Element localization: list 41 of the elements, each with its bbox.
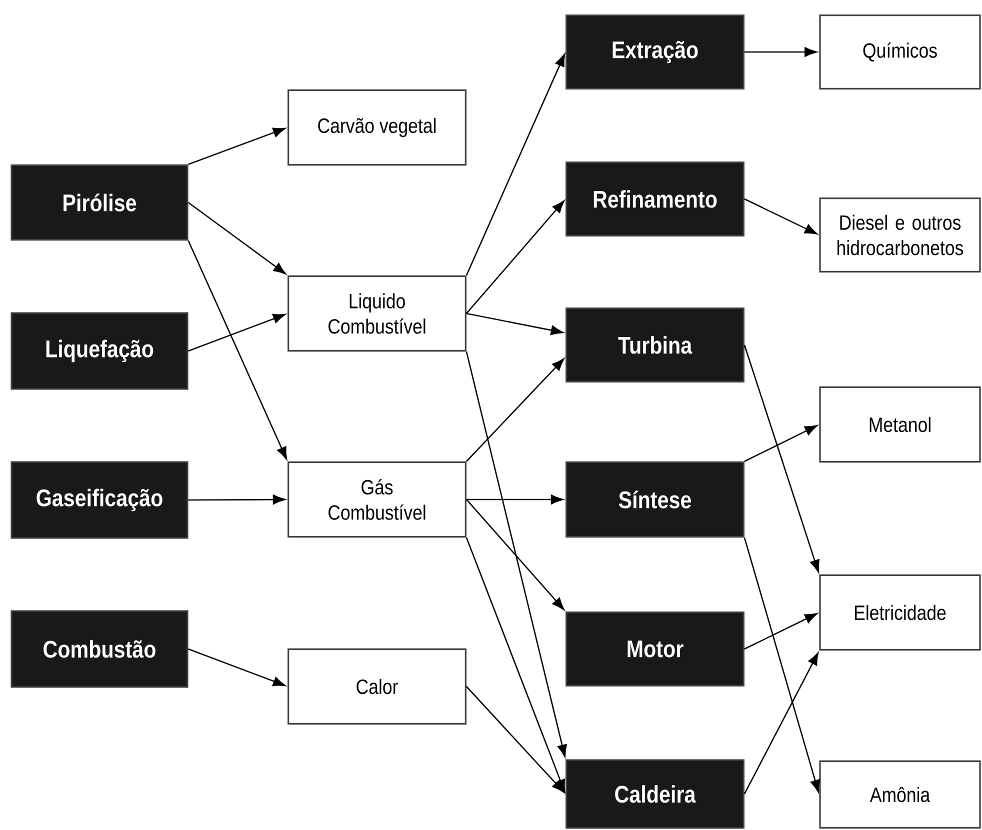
arrow [188, 494, 286, 504]
arrow [188, 202, 286, 274]
arrow [744, 344, 820, 572]
product-box: Calor [288, 648, 466, 725]
arrow [466, 358, 564, 462]
arrow [744, 652, 819, 794]
arrow [466, 494, 564, 504]
process-box: Caldeira [566, 759, 744, 829]
product-box: Carvão vegetal [288, 89, 466, 166]
arrow [466, 54, 566, 276]
arrow [466, 312, 564, 336]
process-box: Pirólise [10, 164, 188, 241]
arrow [466, 499, 564, 610]
product-box: Metanol [819, 386, 981, 463]
arrow [744, 537, 820, 792]
product-box: Gás Combustível [288, 461, 466, 538]
process-box: Síntese [566, 461, 744, 538]
arrow [188, 128, 286, 165]
process-box: Turbina [566, 308, 744, 382]
process-box: Extração [566, 14, 744, 90]
arrow [466, 200, 564, 314]
arrow [744, 613, 818, 650]
arrow [466, 686, 564, 793]
product-box: Eletricidade [819, 574, 981, 651]
arrow [744, 47, 818, 57]
arrow [466, 351, 567, 758]
arrow [466, 537, 566, 792]
product-box: Diesel e outros hidrocarbonetos [819, 198, 981, 272]
process-box: Motor [566, 612, 744, 686]
product-box: Químicos [819, 14, 981, 90]
arrow [744, 425, 818, 462]
process-box: Refinamento [566, 162, 744, 236]
product-box: Amônia [819, 760, 981, 829]
arrow [188, 314, 286, 352]
arrow [188, 240, 288, 460]
process-box: Combustão [10, 610, 188, 688]
arrow [744, 198, 818, 234]
arrow [188, 648, 286, 686]
product-box: Liquido Combustível [288, 275, 466, 352]
process-box: Liquefação [10, 312, 188, 390]
process-box: Gaseificação [10, 461, 188, 539]
